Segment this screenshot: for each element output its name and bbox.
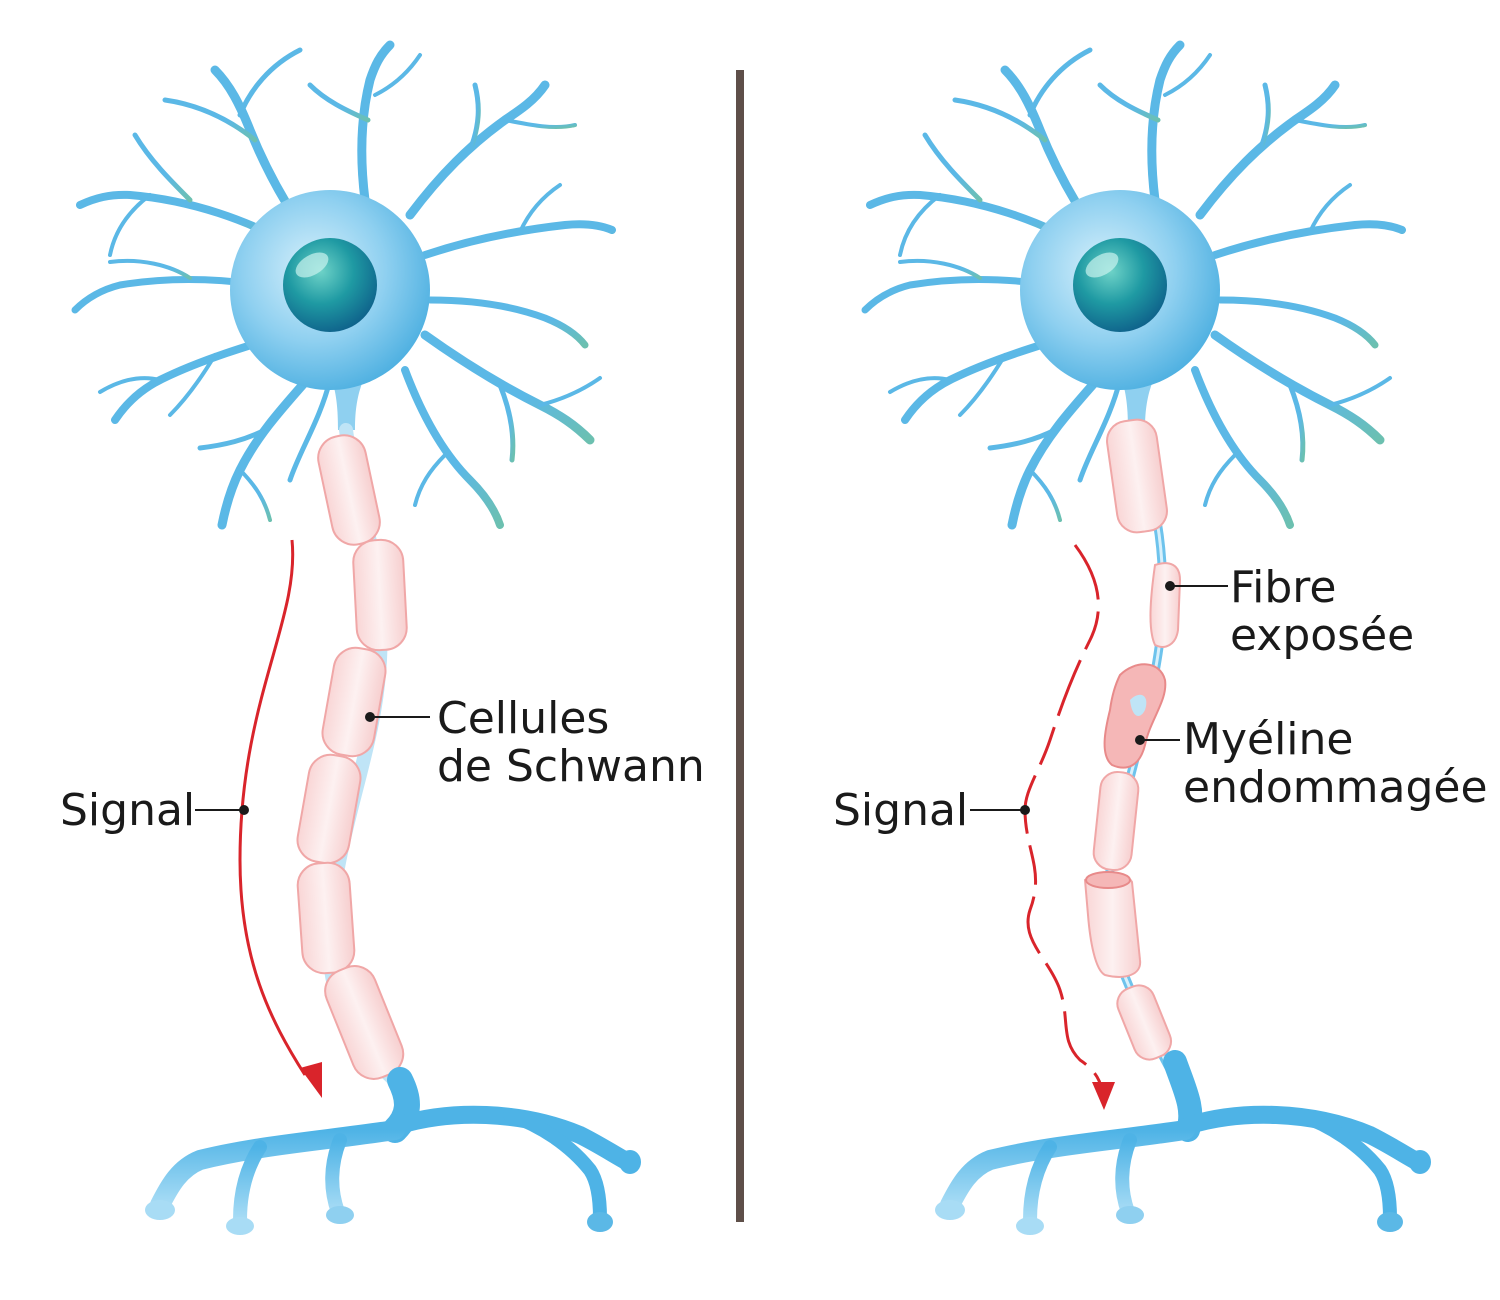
myelin-segment — [1116, 984, 1173, 1061]
axon-terminal — [150, 1067, 637, 1227]
schwann-cell — [296, 753, 362, 865]
terminal-bouton — [1116, 1206, 1144, 1224]
signal-callout-dot — [239, 805, 249, 815]
axon-terminal — [940, 1050, 1427, 1227]
schwann-cell — [324, 965, 405, 1080]
signal-broken — [1023, 544, 1104, 1091]
schwann-label-line2: de Schwann — [437, 741, 705, 792]
nucleus-highlight — [295, 252, 329, 278]
panel-divider — [736, 70, 744, 1222]
nucleus — [283, 238, 377, 332]
myelin-segment — [1106, 418, 1168, 534]
myelin-segment — [1092, 770, 1140, 872]
signal-arrowhead — [1092, 1082, 1115, 1110]
terminal-bouton — [587, 1212, 613, 1232]
terminal-bouton — [935, 1200, 965, 1220]
myelin-fragment — [1149, 562, 1182, 648]
schwann-cell — [321, 646, 387, 758]
terminal-bouton — [1016, 1217, 1044, 1235]
nucleus-highlight — [1085, 252, 1119, 278]
terminal-bouton — [145, 1200, 175, 1220]
signal-label: Signal — [60, 785, 195, 836]
signal-arrow — [238, 539, 307, 1076]
neuron-demyelinated: Signal Fibre exposée Myéline endommagée — [833, 40, 1488, 1235]
nucleus — [1073, 238, 1167, 332]
schwann-cells — [296, 434, 408, 1080]
schwann-label-line1: Cellules — [437, 693, 609, 744]
dendrites — [71, 40, 616, 530]
signal-callout-dot — [1020, 805, 1030, 815]
schwann-cell — [352, 538, 408, 652]
schwann-callout-dot — [365, 712, 375, 722]
signal-label: Signal — [833, 785, 968, 836]
fibre-label-line2: exposée — [1230, 610, 1414, 661]
myelin-label-line1: Myéline — [1183, 714, 1353, 765]
myelin-damaged — [1103, 663, 1167, 769]
terminal-bouton — [226, 1217, 254, 1235]
signal-arrowhead — [300, 1062, 322, 1098]
terminal-bouton — [326, 1206, 354, 1224]
fibre-label-line1: Fibre — [1230, 562, 1336, 613]
myelin-label-line2: endommagée — [1183, 762, 1488, 813]
terminal-bouton — [1409, 1150, 1431, 1174]
terminal-bouton — [1377, 1212, 1403, 1232]
schwann-cell — [296, 861, 356, 975]
neuron-healthy: Signal Cellules de Schwann — [60, 40, 705, 1235]
myelin-callout-dot — [1135, 735, 1145, 745]
fibre-callout-dot — [1165, 581, 1175, 591]
terminal-bouton — [619, 1150, 641, 1174]
schwann-cell — [317, 434, 381, 546]
